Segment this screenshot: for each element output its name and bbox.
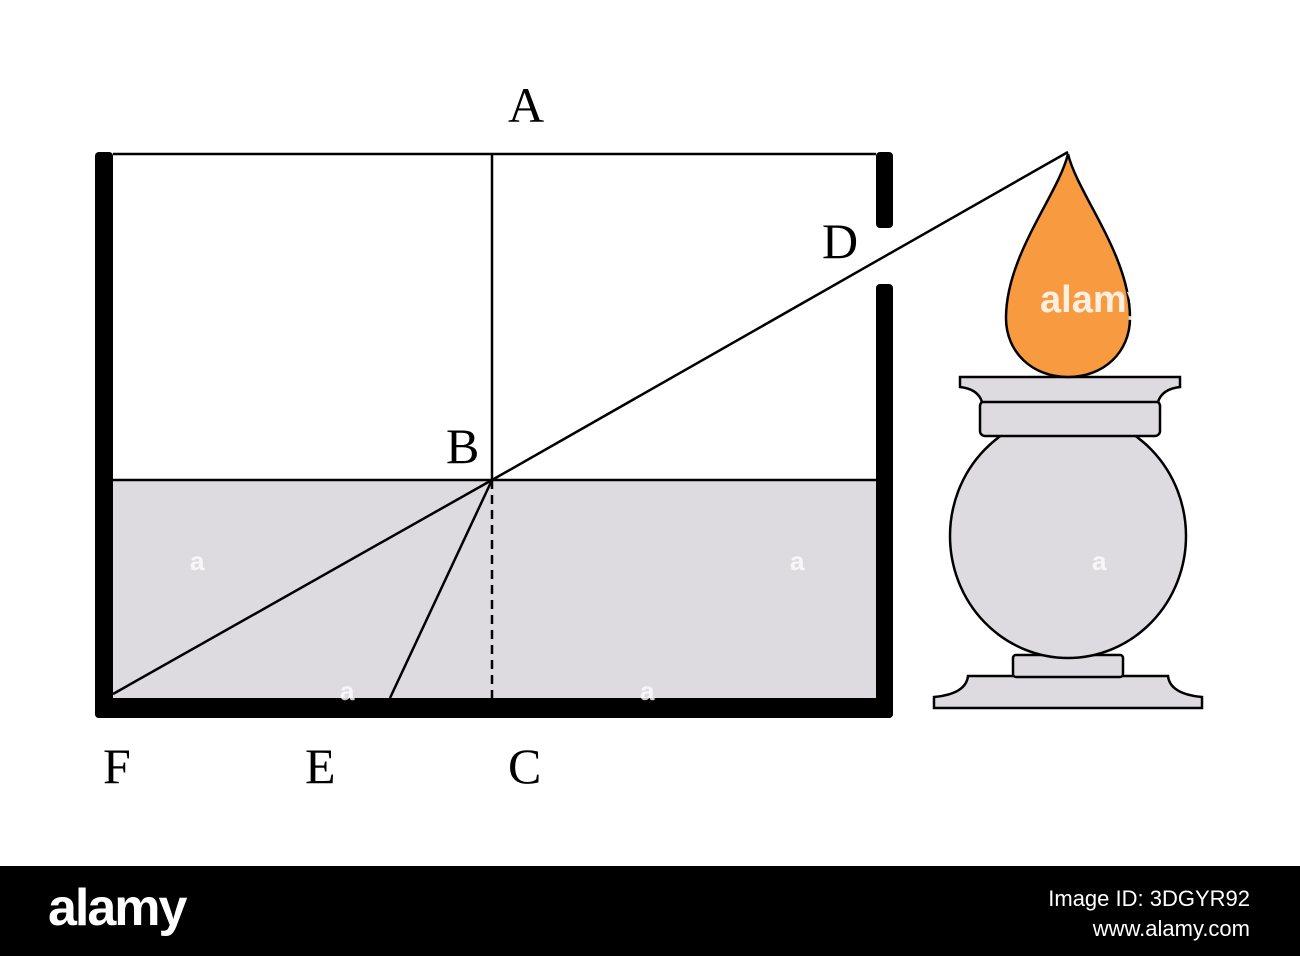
- watermark-a-3: a: [1092, 546, 1107, 576]
- lamp-collar: [978, 399, 1162, 438]
- watermark-alamy: alamy: [1040, 279, 1148, 321]
- image-id-block: Image ID: 3DGYR92 www.alamy.com: [1048, 884, 1250, 944]
- apparent-ray-bf: [112, 478, 493, 696]
- image-id-text: Image ID: 3DGYR92: [1048, 886, 1250, 911]
- water-region: [113, 480, 876, 698]
- alamy-logo: alamy: [48, 879, 187, 937]
- watermark-a-5: a: [640, 676, 655, 706]
- bottom-wall: [95, 698, 893, 718]
- lamp-base: [932, 674, 1204, 710]
- label-f: F: [103, 738, 131, 794]
- refracted-ray-be: [388, 479, 494, 699]
- watermark-a-4: a: [340, 676, 355, 706]
- label-c: C: [508, 738, 541, 794]
- watermark-a-2: a: [790, 546, 805, 576]
- label-a: A: [508, 77, 544, 133]
- oil-lamp: [932, 375, 1204, 710]
- label-e: E: [305, 738, 336, 794]
- watermark-footer-bar: alamy Image ID: 3DGYR92 www.alamy.com: [0, 866, 1300, 956]
- left-wall: [95, 152, 113, 718]
- site-url-text: www.alamy.com: [1092, 916, 1250, 941]
- incident-ray-db: [491, 150, 1069, 482]
- right-wall-upper: [876, 152, 893, 228]
- lamp-rim: [958, 375, 1182, 404]
- lamp-body: [948, 412, 1188, 660]
- refraction-diagram: A B C D E F alamy a a a a a: [95, 77, 1204, 794]
- right-wall-lower: [876, 284, 893, 718]
- flame-icon: [1004, 153, 1132, 379]
- label-b: B: [446, 418, 479, 474]
- label-d: D: [822, 213, 858, 269]
- watermark-a-1: a: [190, 546, 205, 576]
